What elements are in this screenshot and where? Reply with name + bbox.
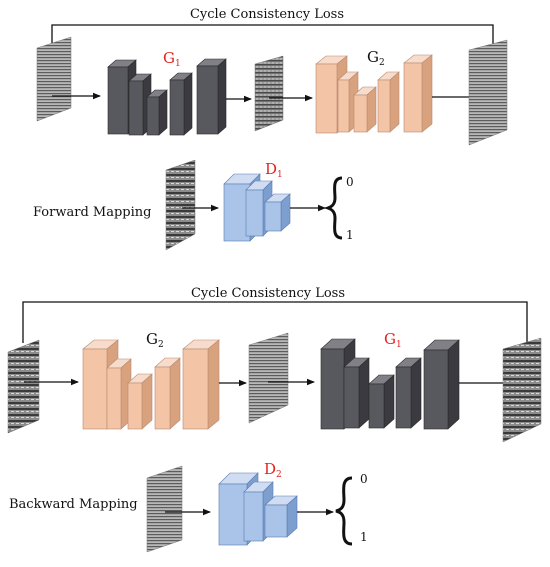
backward-generator-block-g2: [82, 339, 220, 430]
backward-generator-block-g1: [320, 338, 460, 430]
backward-d2-label: D2: [264, 460, 282, 480]
backward-output-brace: [335, 476, 353, 546]
backward-input-image: [7, 339, 40, 434]
forward-d1-label: D1: [265, 160, 283, 180]
backward-panel: Cycle Consistency Loss G2: [7, 286, 542, 553]
forward-generator-block-g1: [107, 58, 227, 136]
forward-discriminator-block-d1: [223, 173, 291, 242]
backward-mapping-label: Backward Mapping: [9, 497, 138, 512]
forward-g2-label: G2: [367, 48, 385, 68]
backward-output-one: 1: [360, 530, 368, 544]
backward-g1-label: G1: [384, 330, 402, 350]
backward-cycle-loss-label: Cycle Consistency Loss: [191, 286, 345, 301]
forward-output-brace: [323, 176, 343, 240]
backward-generated-image: [248, 332, 289, 424]
backward-cycle-loss-arrow: [22, 301, 531, 382]
forward-panel: Cycle Consistency Loss G1: [33, 7, 508, 251]
forward-discriminator-input-image: [165, 159, 196, 251]
forward-mapping-label: Forward Mapping: [33, 205, 151, 220]
backward-discriminator-input-image: [146, 465, 183, 553]
forward-generator-block-g2: [315, 54, 433, 134]
backward-reconstructed-image: [502, 337, 542, 443]
forward-generated-image: [254, 55, 284, 132]
forward-output-one: 1: [346, 228, 354, 242]
forward-output-zero: 0: [346, 175, 354, 189]
forward-input-image: [36, 36, 72, 122]
backward-output-zero: 0: [360, 472, 368, 486]
forward-g1-label: G1: [163, 49, 181, 69]
backward-discriminator-block-d2: [218, 472, 298, 546]
forward-cycle-loss-label: Cycle Consistency Loss: [190, 7, 344, 22]
forward-reconstructed-image: [468, 39, 508, 146]
backward-g2-label: G2: [146, 330, 164, 350]
